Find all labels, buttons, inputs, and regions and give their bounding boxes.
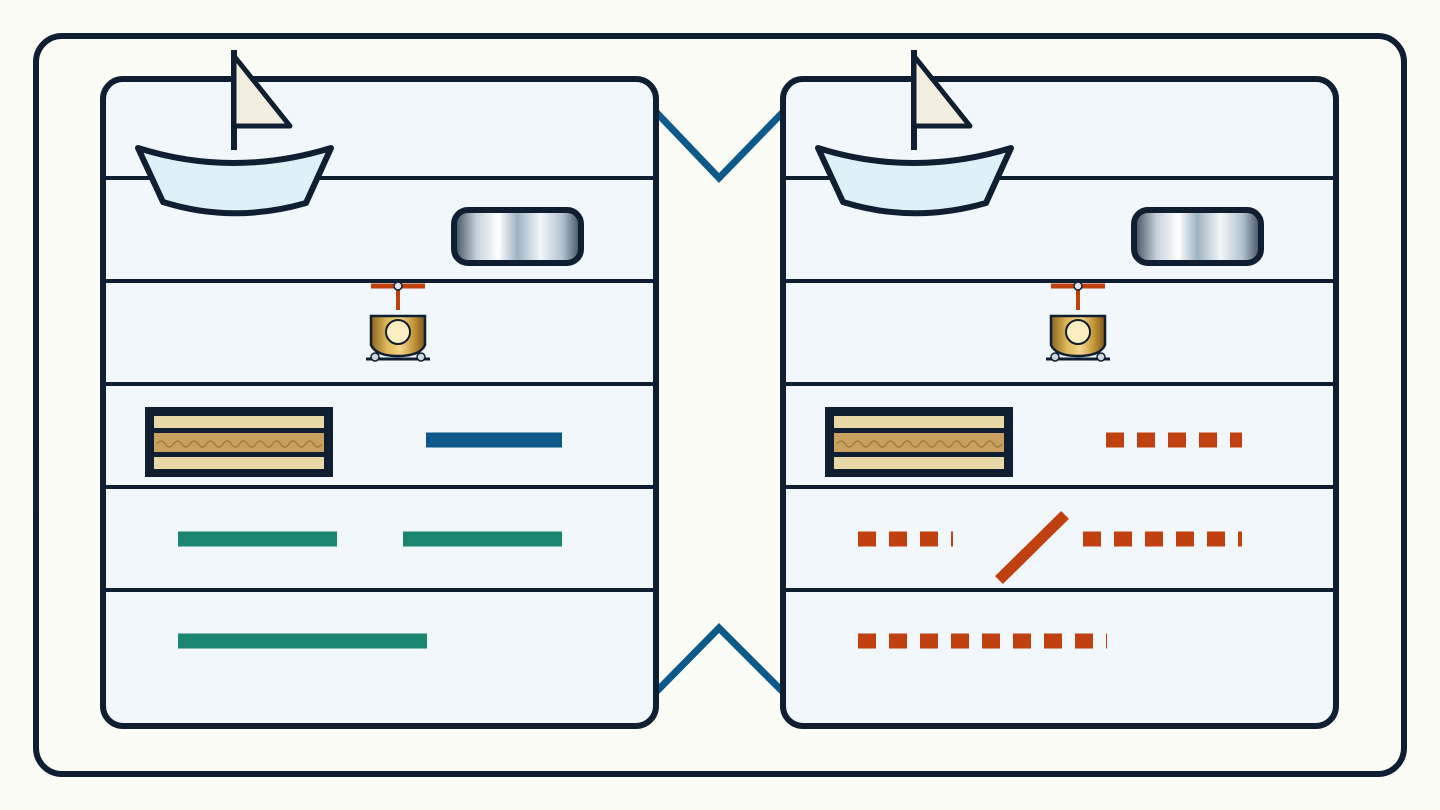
- switch-gap: [953, 529, 1083, 549]
- strip-bottom-layer: [154, 457, 324, 469]
- row-1-boat: [135, 50, 334, 217]
- strip-top-layer: [154, 416, 324, 428]
- strip-wave: [156, 440, 323, 448]
- metal-capsule-icon: [1131, 207, 1264, 266]
- boat-icon: [815, 50, 1014, 217]
- strip-middle-layer: [154, 433, 324, 452]
- layered-strip-icon: [145, 407, 333, 477]
- strip-bottom-layer: [834, 457, 1004, 469]
- lamp-bulb: [385, 319, 411, 345]
- row-3-lamp: [1046, 281, 1110, 362]
- connector-bottom: [653, 623, 786, 695]
- row-4-strip_and_line: [145, 407, 562, 477]
- layered-strip-icon: [825, 407, 1013, 477]
- boat-sail: [231, 53, 293, 129]
- row-5-two_lines: [858, 511, 1242, 584]
- lamp-icon: [366, 281, 430, 362]
- panel-connectors: [653, 109, 786, 695]
- panel-left: [100, 50, 659, 729]
- row-2-capsule: [451, 207, 584, 266]
- connector-top: [653, 109, 786, 184]
- boat-hull: [135, 145, 334, 217]
- strip-middle-layer: [834, 433, 1004, 452]
- switch-blade: [995, 511, 1069, 584]
- boat-hull: [815, 145, 1014, 217]
- lamp-pivot: [393, 281, 403, 291]
- lamp-bulb: [1065, 319, 1091, 345]
- lamp-icon: [1046, 281, 1110, 362]
- lamp-foot-right: [416, 352, 426, 362]
- panels: [100, 50, 1339, 729]
- strip-wave: [836, 440, 1003, 448]
- boat-sail: [911, 53, 973, 129]
- panel-right: [780, 50, 1339, 729]
- row-2-capsule: [1131, 207, 1264, 266]
- boat-icon: [135, 50, 334, 217]
- lamp-foot-left: [370, 352, 380, 362]
- lamp-pivot: [1073, 281, 1083, 291]
- lamp-foot-right: [1096, 352, 1106, 362]
- outer-frame: [33, 33, 1407, 777]
- lamp-foot-left: [1050, 352, 1060, 362]
- row-1-boat: [815, 50, 1014, 217]
- row-4-strip_and_line: [825, 407, 1242, 477]
- row-3-lamp: [366, 281, 430, 362]
- strip-top-layer: [834, 416, 1004, 428]
- metal-capsule-icon: [451, 207, 584, 266]
